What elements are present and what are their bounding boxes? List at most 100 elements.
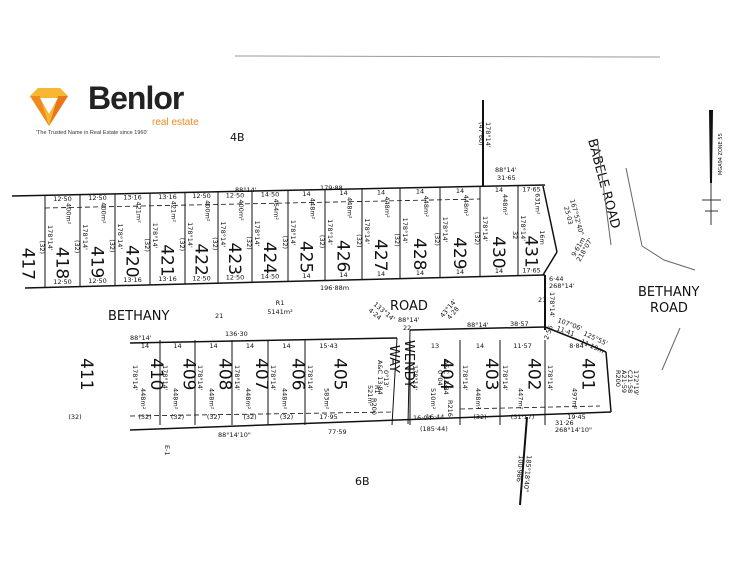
lot-area: 447m² (517, 388, 525, 410)
lot-depth: (32) (73, 240, 81, 253)
road-bethany-right-2: ROAD (650, 301, 688, 316)
lot-number: 431 (521, 235, 541, 267)
lot-frontage: 17·65 (522, 185, 541, 193)
lot-frontage: 12·50 (53, 195, 72, 203)
road-bethany-right-1: BETHANY (638, 285, 699, 300)
lot-rear: 17·65 (522, 266, 541, 274)
lot-rear: 14·50 (261, 273, 280, 281)
lot-depth: (32) (138, 413, 151, 421)
south-lot-411[interactable]: 411(32) (68, 358, 96, 421)
lot-depth: (32) (38, 241, 46, 254)
lot-number: 417 (18, 248, 38, 280)
north-lot-417[interactable]: 417(32) (18, 241, 47, 280)
lot-depth: (32) (281, 236, 289, 249)
lot-bearing: 178°14' (161, 365, 169, 391)
dim-wendy-width: 22 (403, 324, 411, 332)
road-edge-line-2 (597, 144, 612, 246)
lot-frontage: 8·84 (569, 342, 583, 350)
dim-south-bottom-bearing: 88°14'10" (218, 431, 251, 439)
lot-bearing: 178°14' (131, 365, 139, 391)
dim-vertical-length: (47·60) (477, 122, 485, 146)
reserve-r1-area: 5141m² (267, 308, 293, 316)
road-width-label: 21 (215, 312, 223, 320)
lot-number: 425 (296, 241, 316, 273)
lot-rear: 12·50 (88, 277, 107, 285)
lot-frontage: 12·50 (88, 194, 107, 202)
lot-frontage: 14 (209, 342, 217, 350)
lot-number: 422 (191, 243, 211, 275)
dim-wendy-bottom: 16·04 (413, 414, 432, 422)
lot-bearing: 178°14' (253, 221, 261, 247)
lot-rear: 14 (339, 271, 347, 279)
north-lot-dividers (44, 185, 519, 288)
lot-frontage: 14 (456, 187, 464, 195)
lot-depth: (32) (318, 235, 326, 248)
easement-line-south-2 (459, 405, 601, 410)
dim-segment-bearing: 268°14' (549, 282, 575, 290)
lot-bearing: 178°14' (233, 365, 241, 391)
lot-number: 424 (259, 242, 279, 274)
lot-number: 402 (524, 358, 544, 390)
lot-number: 409 (179, 358, 199, 390)
road-bethany-left: BETHANY (108, 309, 169, 324)
dim-405-arc-radius: R200 (370, 398, 378, 415)
road-wendy: WENDY (401, 340, 416, 388)
lot-depth: 19·45 (567, 413, 586, 421)
lot-frontage: 14 (377, 188, 385, 196)
lot-frontage: 12·50 (226, 191, 245, 199)
lot-depth: (32) (211, 237, 219, 250)
lot-frontage: 14 (246, 342, 254, 350)
lot-area: 631m² (534, 193, 542, 215)
lot-area: 448m² (474, 388, 482, 410)
dim-diagonal-bearing: 185°18'40" (522, 455, 533, 493)
dim-405-arc-bearing: 0°13' (382, 370, 390, 388)
lot-depth: (32) (207, 413, 220, 421)
lot-area: 448m² (422, 196, 430, 218)
lot-number: 419 (87, 246, 107, 278)
lot-rear: 14 (456, 268, 464, 276)
lot-number: 421 (157, 244, 177, 276)
dim-north-top-bearing: 88°14' (235, 186, 257, 194)
lot-rear: 14 (377, 270, 385, 278)
dim-corner-length: 31·65 (497, 174, 516, 182)
lot-depth: 16m (538, 230, 546, 245)
lot-frontage: 14·50 (261, 191, 280, 199)
lot-depth: (32) (178, 238, 186, 251)
lot-number: 429 (449, 237, 469, 269)
lot-frontage: 14 (339, 189, 347, 197)
dim-arc-length: A21·59 (620, 370, 628, 393)
lot-number: 418 (52, 247, 72, 279)
dim-404-arc-radius: R216 (446, 400, 454, 417)
south-block (129, 326, 612, 506)
lot-area: 421m² (170, 201, 178, 223)
lot-area: 448m² (346, 197, 354, 219)
road-edge-line (625, 167, 696, 271)
lot-bearing: 178°14' (186, 222, 194, 248)
brand-tagline: 'The Trusted Name in Real Estate since 1… (36, 130, 148, 136)
lot-depth: 17·95 (319, 413, 338, 421)
